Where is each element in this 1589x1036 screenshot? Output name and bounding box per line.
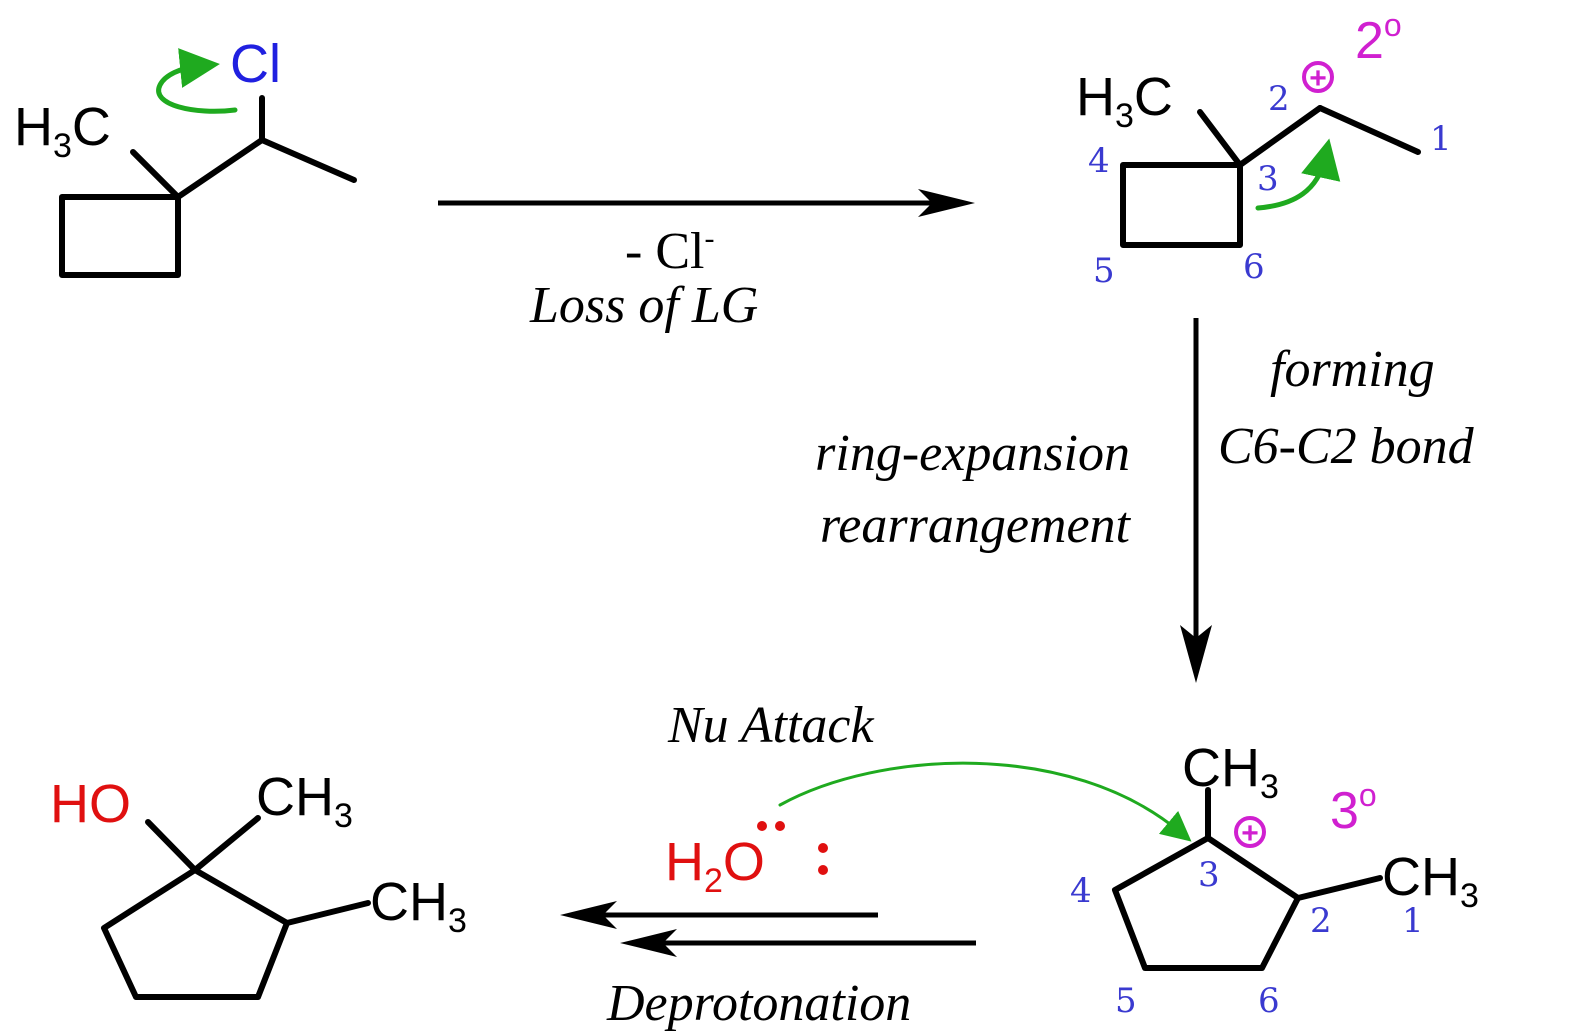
- step2-arrow-group: ring-expansion rearrangement forming C6-…: [815, 318, 1475, 683]
- bond-c2-to-right-methyl: [1295, 875, 1383, 901]
- step1-arrow-group: - Cl- Loss of LG: [438, 189, 975, 334]
- water-label: H2O: [665, 832, 765, 900]
- product-methyl2-label: CH3: [370, 872, 467, 940]
- step2-label-right-2: C6-C2 bond: [1218, 418, 1475, 475]
- cyclopentane-ring-product: [101, 867, 290, 1000]
- nu-attack-label: Nu Attack: [667, 697, 874, 754]
- right-methyl-label: CH3: [1382, 847, 1479, 915]
- secondary-degree-label: 2o: [1355, 7, 1402, 70]
- bond-ring-to-methyl: [130, 149, 181, 200]
- tert-atom-number-5: 5: [1115, 981, 1137, 1021]
- lone-pair-dot-3: [818, 843, 828, 853]
- nucleophile-curly-arrow: [778, 761, 1192, 842]
- step3-group: Nu Attack H2O Deprotonation: [560, 697, 1192, 1032]
- atom-number-5: 5: [1093, 251, 1115, 291]
- step3-arrowhead-upper: [560, 901, 617, 929]
- tert-atom-number-4: 4: [1070, 871, 1092, 911]
- step1-reagent: - Cl-: [625, 222, 714, 280]
- atom-number-1: 1: [1430, 119, 1452, 159]
- methyl-label-h3c: H3C: [14, 97, 111, 165]
- tertiary-charge-sign: +: [1241, 817, 1259, 850]
- step2-arrowhead: [1180, 625, 1212, 683]
- atom-number-4: 4: [1088, 141, 1110, 181]
- product-methyl1-label: CH3: [256, 767, 353, 835]
- leaving-group-curly-arrow: [156, 48, 238, 114]
- step2-label-left-2: rearrangement: [820, 497, 1132, 554]
- deprotonation-label: Deprotonation: [606, 975, 911, 1032]
- bond-c-to-methyl2: [284, 900, 371, 926]
- methyl-label-h3c-cation: H3C: [1076, 67, 1173, 135]
- bond-ring-to-chcl: [175, 137, 265, 200]
- atom-number-3: 3: [1257, 159, 1279, 199]
- hydroxyl-label: HO: [50, 774, 131, 834]
- positive-charge-circle: [1302, 61, 1334, 93]
- bond-migration-curly-arrow: [1255, 138, 1341, 211]
- step1-label: Loss of LG: [529, 277, 758, 334]
- lone-pair-dot-2: [775, 821, 785, 831]
- step1-arrowhead: [918, 189, 975, 217]
- bond-c-to-methyl1: [192, 815, 261, 873]
- carbocation-tertiary: CH3 CH3 + 3o 1 2 3 4 5 6: [1070, 738, 1479, 1021]
- positive-charge-sign: +: [1309, 62, 1327, 95]
- carbocation-secondary: H3C + 2o 1 2 3 4 5 6: [1076, 7, 1452, 291]
- bond-c-to-oh: [145, 819, 198, 873]
- cyclobutane-ring-cation: [1120, 162, 1243, 248]
- tert-atom-number-1: 1: [1402, 901, 1424, 941]
- starting-material: H3C Cl: [14, 34, 357, 278]
- atom-number-2: 2: [1268, 79, 1290, 119]
- bond-c2-to-c1: [1317, 105, 1421, 155]
- step2-label-left-1: ring-expansion: [815, 425, 1130, 482]
- lone-pair-dot-4: [818, 865, 828, 875]
- cyclobutane-ring: [59, 194, 181, 278]
- bond-c3-to-methyl: [1197, 109, 1243, 168]
- cyclopentane-ring-cation: [1112, 835, 1301, 971]
- lone-pair-dot-1: [757, 821, 767, 831]
- step2-label-right-1: forming: [1270, 341, 1435, 398]
- tert-atom-number-3: 3: [1198, 855, 1220, 895]
- atom-number-6: 6: [1243, 247, 1265, 287]
- bond-chcl-to-methyl: [259, 137, 357, 183]
- product: HO CH3 CH3: [50, 767, 467, 1000]
- tert-atom-number-6: 6: [1258, 981, 1280, 1021]
- tertiary-charge-circle: [1234, 816, 1266, 848]
- tert-atom-number-2: 2: [1310, 901, 1332, 941]
- tertiary-degree-label: 3o: [1330, 777, 1377, 840]
- top-methyl-label: CH3: [1182, 738, 1279, 806]
- bond-c3-to-c2: [1237, 105, 1323, 168]
- chlorine-label: Cl: [230, 34, 281, 94]
- step3-arrowhead-lower: [620, 929, 677, 957]
